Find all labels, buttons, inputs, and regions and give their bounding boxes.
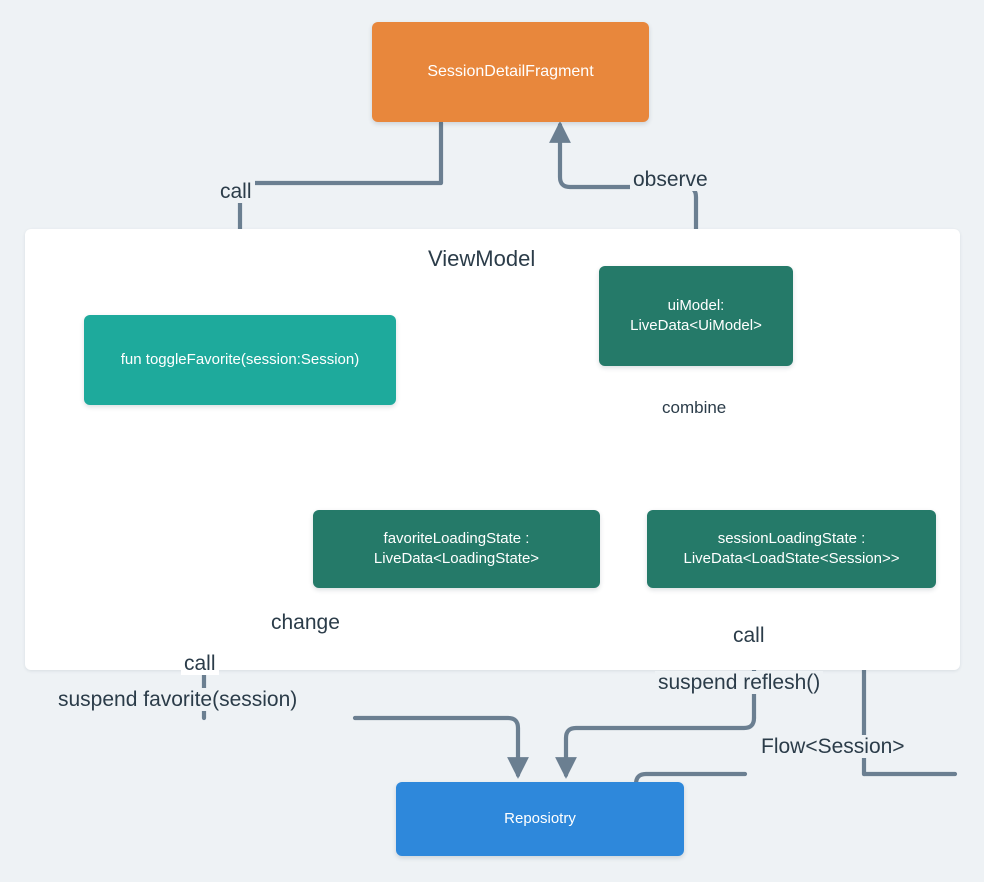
node-session-loading-state[interactable]: sessionLoadingState : LiveData<LoadState…	[647, 510, 936, 588]
edge-label-call-toggle-to-repository: call	[181, 652, 219, 676]
edge-label-observe: observe	[630, 168, 711, 192]
edge-label-change: change	[268, 611, 343, 635]
edge-label-flow-session: Flow<Session>	[758, 735, 908, 759]
node-favorite-loading-state-line2: LiveData<LoadingState>	[373, 550, 540, 567]
node-favorite-loading-state[interactable]: favoriteLoadingState : LiveData<LoadingS…	[313, 510, 600, 588]
edge-label-call-session-to-repository: call	[730, 624, 768, 648]
edge-label-suspend-favorite: suspend favorite(session)	[55, 688, 301, 712]
node-session-detail-fragment[interactable]: SessionDetailFragment	[372, 22, 649, 122]
node-session-loading-state-line1: sessionLoadingState :	[717, 529, 866, 547]
node-toggle-favorite[interactable]: fun toggleFavorite(session:Session)	[84, 315, 396, 405]
node-toggle-favorite-label: fun toggleFavorite(session:Session)	[120, 350, 360, 368]
edge-suspend-favorite-to-repository	[352, 715, 529, 779]
node-ui-model-line2: LiveData<UiModel>	[630, 317, 762, 334]
node-favorite-loading-state-line1: favoriteLoadingState :	[383, 529, 530, 547]
edge-label-combine: combine	[659, 398, 730, 418]
node-ui-model-line1: uiModel:	[667, 296, 725, 314]
node-repository[interactable]: Reposiotry	[396, 782, 684, 856]
viewmodel-panel	[25, 229, 960, 670]
viewmodel-panel-title: ViewModel	[428, 246, 536, 271]
node-session-detail-fragment-label: SessionDetailFragment	[427, 63, 594, 81]
node-ui-model[interactable]: uiModel: LiveData<UiModel>	[599, 266, 793, 366]
edge-observe-uimodel-to-fragment	[549, 121, 699, 269]
edge-label-suspend-reflesh: suspend reflesh()	[655, 671, 824, 695]
edge-label-call-fragment-to-toggle: call	[217, 180, 255, 204]
node-repository-label: Reposiotry	[504, 809, 576, 827]
node-session-loading-state-line2: LiveData<LoadState<Session>>	[683, 550, 900, 567]
edge-suspend-reflesh-to-repository	[555, 715, 757, 779]
